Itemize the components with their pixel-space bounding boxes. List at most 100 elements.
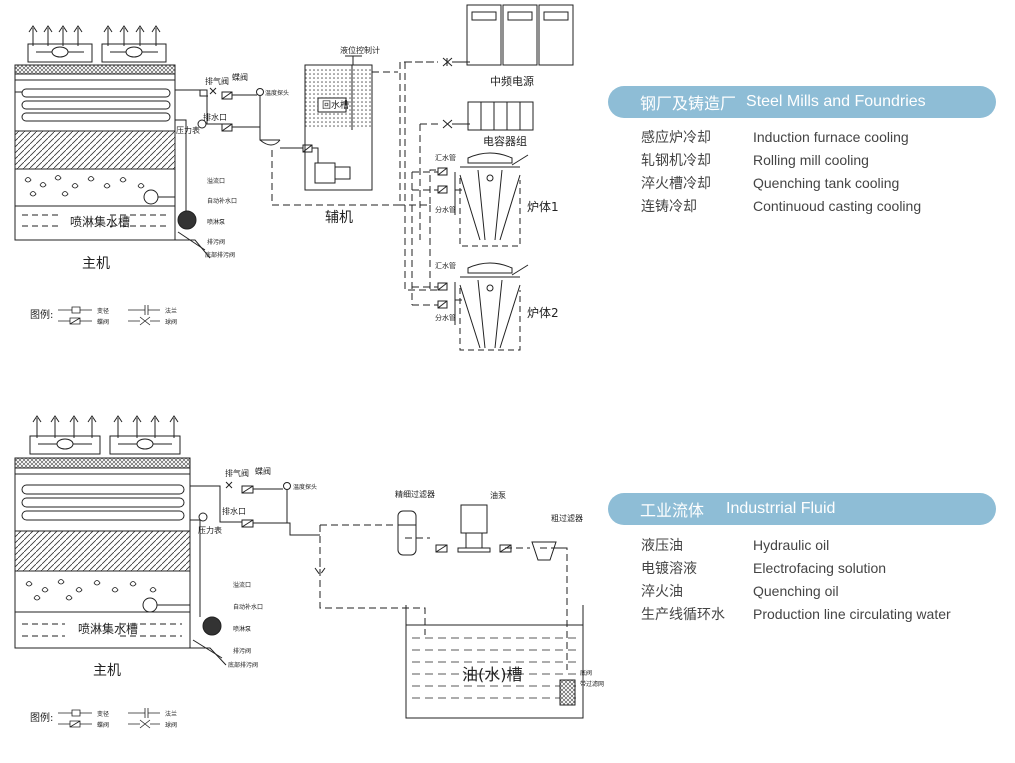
list-item: 液压油 Hydraulic oil — [641, 533, 951, 556]
section-title-en: Industrrial Fluid — [726, 500, 836, 517]
list-item: 轧钢机冷却 Rolling mill cooling — [641, 148, 921, 171]
float-ball — [142, 597, 158, 613]
label-drain-valve: 排污阀 — [207, 238, 225, 246]
label-filter-valve: 带过滤网 — [580, 680, 604, 688]
label-furnace-2: 炉体2 — [527, 306, 559, 320]
label-collector-1: 汇水管 — [435, 153, 456, 162]
item-cn: 轧钢机冷却 — [641, 152, 711, 169]
item-cn: 淬火油 — [641, 583, 683, 600]
item-en: Rolling mill cooling — [753, 151, 869, 168]
main-unit-label: 主机 — [93, 663, 121, 679]
label-oil-tank: 油(水)槽 — [462, 665, 523, 684]
label-temp-probe: 温度探头 — [265, 89, 289, 97]
legend-item: 球阀 — [165, 318, 177, 326]
item-en: Induction furnace cooling — [753, 128, 909, 145]
list-item: 淬火油 Quenching oil — [641, 579, 951, 602]
section-title-cn: 工业流体 — [640, 501, 705, 520]
label-bottom-drain: 底部排污阀 — [228, 661, 258, 669]
capacitor-bank — [467, 101, 534, 131]
item-en: Hydraulic oil — [753, 536, 830, 553]
legend-item: 蝶阀 — [97, 318, 109, 326]
label-collector-2: 汇水管 — [435, 261, 456, 270]
item-cn: 液压油 — [641, 537, 683, 554]
item-en: Continuoud casting cooling — [753, 197, 922, 214]
item-en: Electrofacing solution — [753, 559, 887, 576]
filter-screen — [559, 679, 576, 706]
diagram-1-labels: 排气阀 蝶阀 温度探头 排水口 压力表 溢流口 自动补水口 喷淋泵 排污阀 底部… — [30, 45, 559, 326]
label-auxiliary: 辅机 — [325, 210, 353, 226]
section-header-steel: 钢厂及铸造厂 Steel Mills and Foundries — [608, 86, 996, 118]
fill-media — [14, 530, 191, 572]
legend-item: 变径 — [97, 307, 109, 315]
pressure-gauge-icon — [198, 512, 208, 522]
list-item: 生产线循环水 Production line circulating water — [641, 602, 951, 625]
label-discharge: 排水口 — [203, 112, 227, 122]
label-spray-tank: 喷淋集水槽 — [78, 621, 138, 636]
label-pressure-gauge: 压力表 — [198, 525, 222, 535]
label-drain-valve: 排污阀 — [233, 647, 251, 655]
label-exhaust-valve: 排气阀 — [205, 76, 229, 86]
float-ball — [143, 189, 159, 205]
pipe-dashed — [314, 524, 568, 670]
coarse-filter-icon — [531, 541, 557, 561]
label-spray-pump: 喷淋泵 — [207, 218, 225, 226]
exhaust-arrows — [32, 415, 179, 438]
list-item: 感应炉冷却 Induction furnace cooling — [641, 125, 921, 148]
legend-item: 球阀 — [165, 721, 177, 729]
furnace-1 — [454, 152, 529, 247]
label-foot-valve: 底阀 — [580, 669, 592, 677]
label-coarse-filter: 粗过滤器 — [551, 513, 583, 523]
legend-2 — [58, 708, 160, 729]
item-en: Quenching tank cooling — [753, 174, 900, 191]
label-overflow: 溢流口 — [233, 581, 251, 589]
label-butterfly-valve: 蝶阀 — [232, 72, 248, 82]
section-header-fluid: 工业流体 Industrrial Fluid — [608, 493, 996, 525]
water-drops — [24, 175, 145, 197]
label-oil-pump: 油泵 — [490, 490, 506, 500]
item-en: Production line circulating water — [753, 605, 951, 622]
label-distributor-1: 分水管 — [435, 205, 456, 214]
legend-1 — [58, 305, 160, 326]
label-auto-fill: 自动补水口 — [207, 197, 237, 205]
legend-item: 法兰 — [165, 710, 177, 718]
mf-power-cabinets — [466, 4, 574, 66]
section-title-en: Steel Mills and Foundries — [746, 93, 926, 110]
fine-filter-icon — [397, 510, 417, 556]
application-list-steel: 感应炉冷却 Induction furnace cooling 轧钢机冷却 Roll… — [641, 125, 921, 217]
section-title-cn: 钢厂及铸造厂 — [640, 94, 737, 113]
label-auto-fill: 自动补水口 — [233, 603, 263, 611]
temp-probe-icon — [283, 482, 291, 490]
pressure-gauge-icon — [197, 119, 207, 129]
legend-title: 图例: — [30, 711, 53, 724]
label-exhaust-valve: 排气阀 — [225, 468, 249, 478]
oil-tank — [405, 605, 584, 719]
item-en: Quenching oil — [753, 582, 839, 599]
legend-item: 法兰 — [165, 307, 177, 315]
fan-icon — [27, 43, 167, 63]
label-overflow: 溢流口 — [207, 177, 225, 185]
legend-item: 变径 — [97, 710, 109, 718]
label-spray-pump: 喷淋泵 — [233, 625, 251, 633]
diagram-2 — [14, 415, 584, 729]
fan-icon — [29, 435, 181, 455]
label-bottom-drain: 底部排污阀 — [205, 251, 235, 259]
fill-media — [14, 130, 176, 170]
label-butterfly-valve: 蝶阀 — [255, 466, 271, 476]
label-return-tank: 回水槽 — [322, 99, 349, 111]
furnace-2 — [454, 262, 529, 351]
label-fine-filter: 精细过滤器 — [395, 489, 435, 499]
diagram-1 — [14, 4, 574, 351]
label-furnace-1: 炉体1 — [527, 200, 559, 214]
legend-title: 图例: — [30, 308, 53, 321]
exhaust-arrows — [28, 25, 161, 46]
label-level-controller: 液位控制计 — [340, 45, 380, 55]
item-cn: 生产线循环水 — [641, 606, 725, 623]
label-temp-probe: 温度探头 — [293, 483, 317, 491]
pipe-dashed — [271, 61, 438, 306]
item-cn: 感应炉冷却 — [641, 129, 711, 146]
label-distributor-2: 分水管 — [435, 313, 456, 322]
